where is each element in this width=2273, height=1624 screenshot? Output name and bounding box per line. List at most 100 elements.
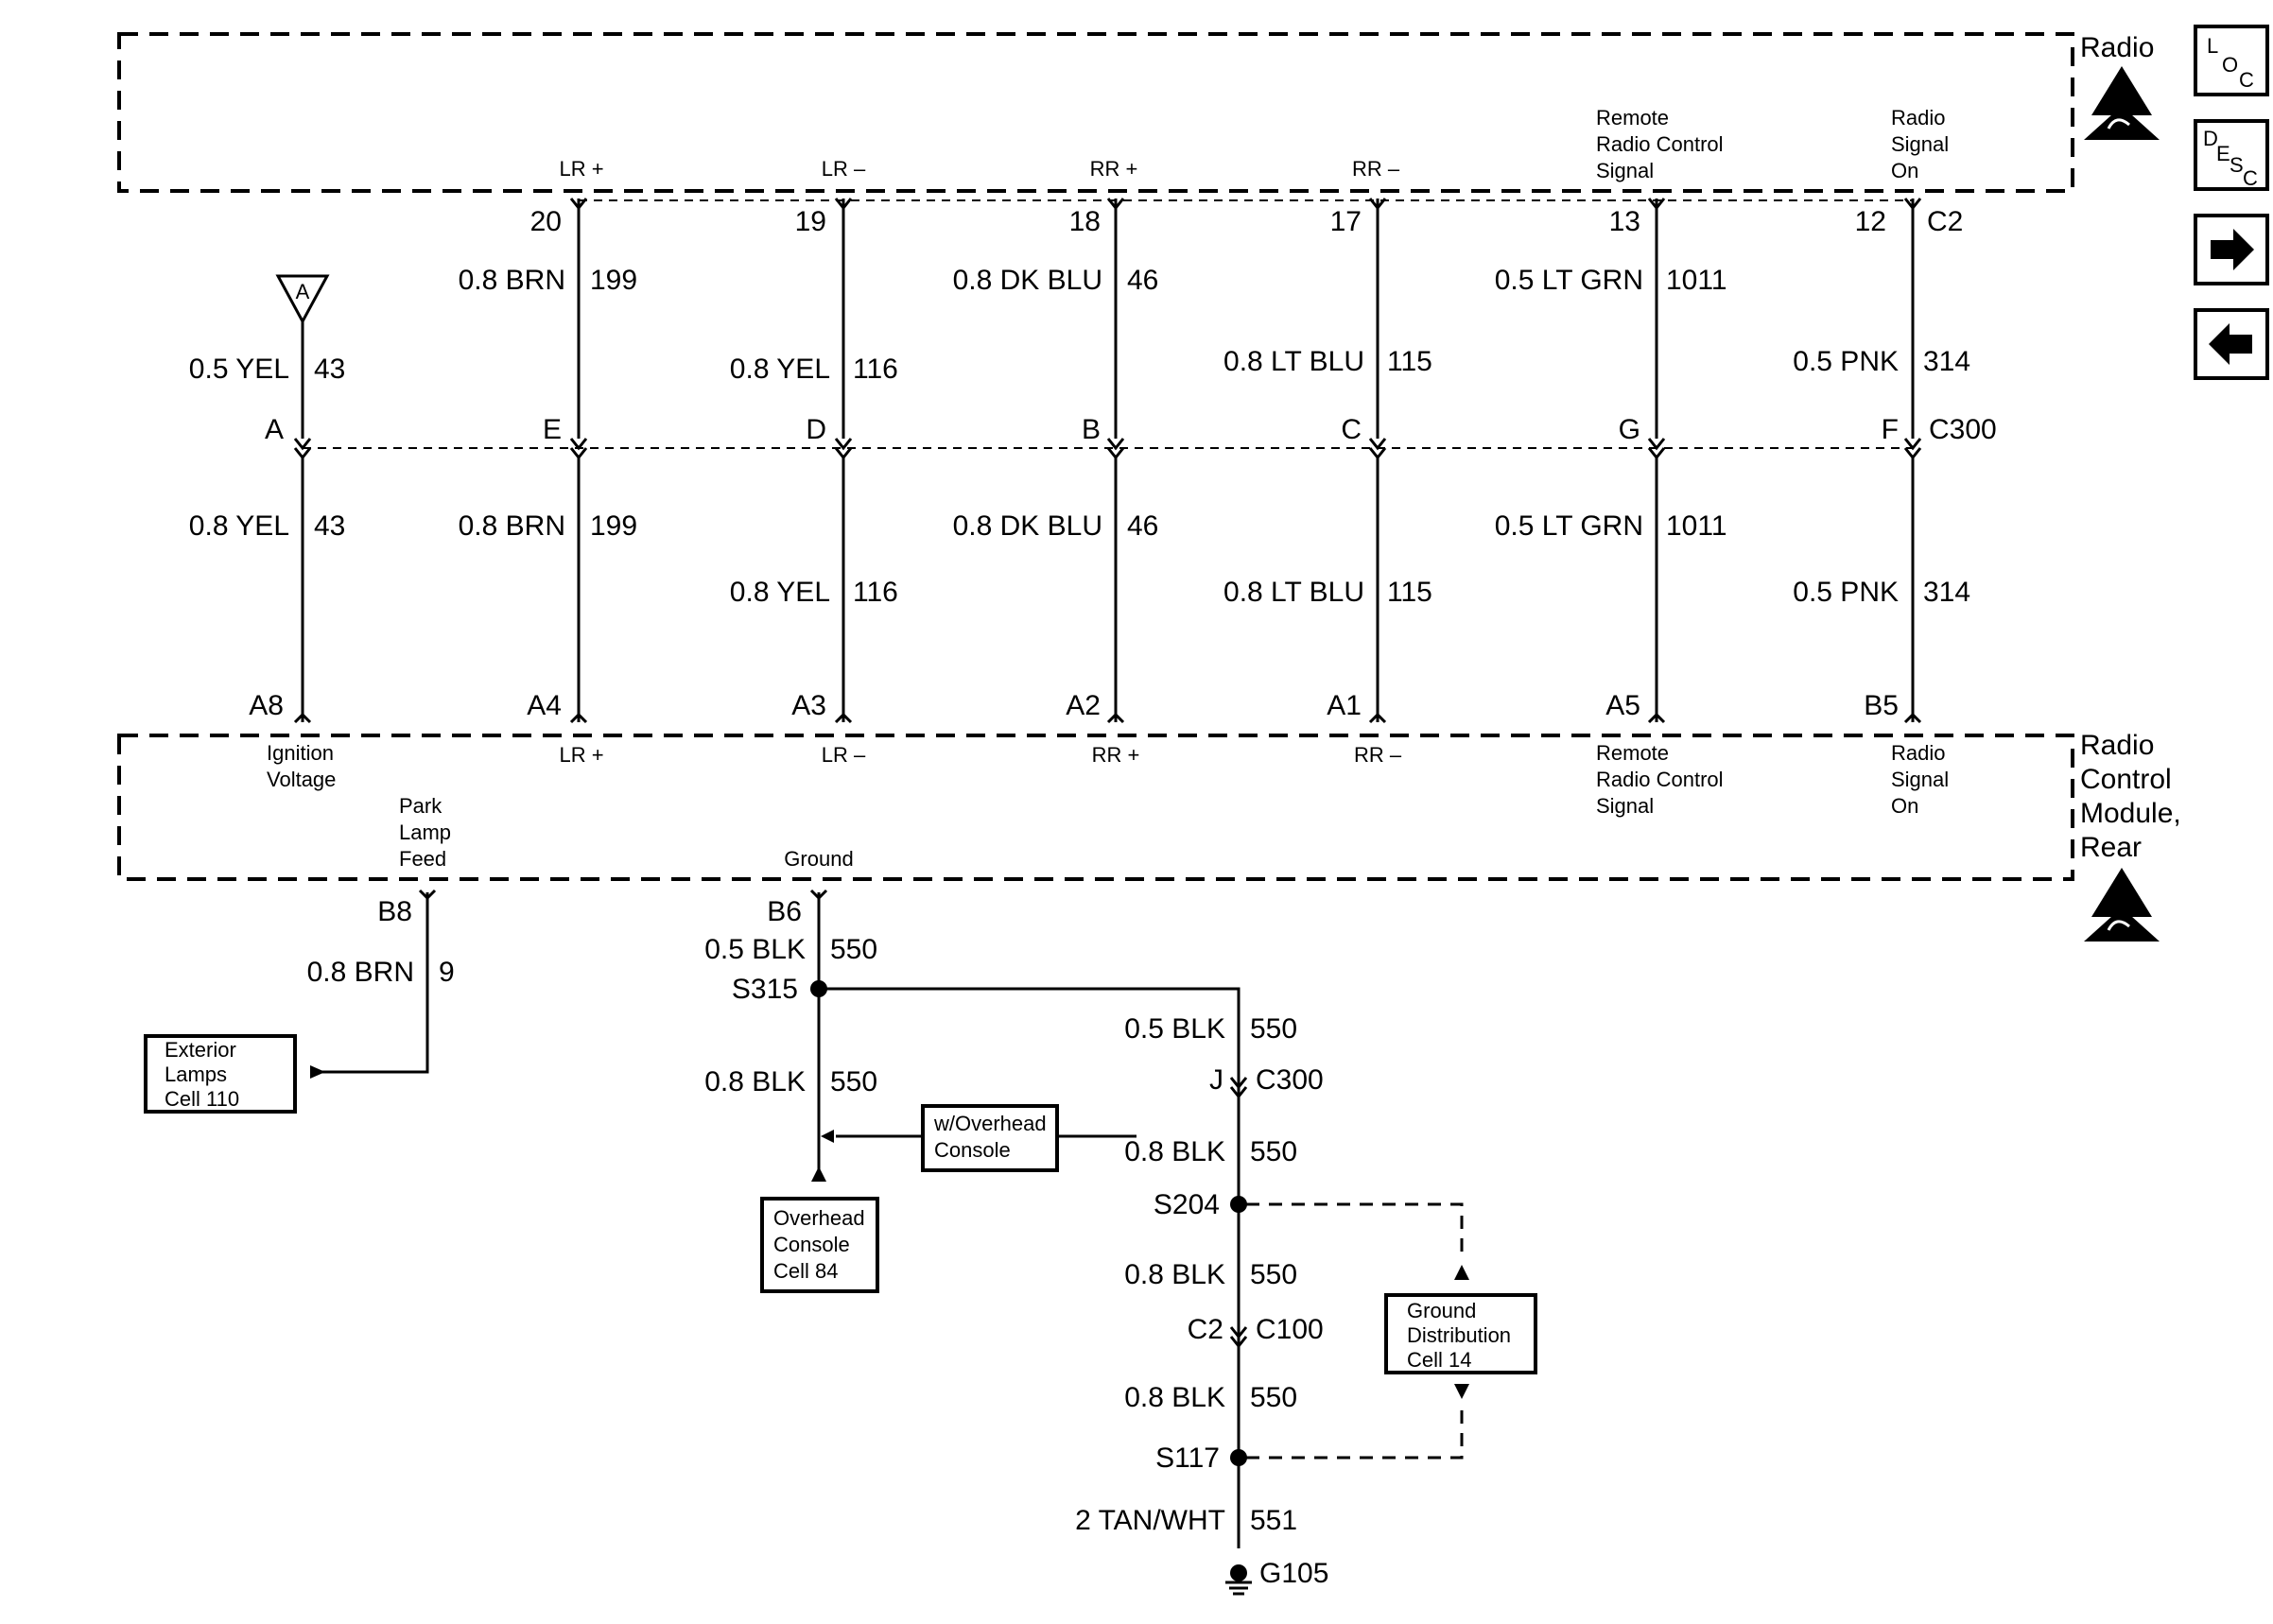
module-terminal-labels: Ignition Voltage LR + LR – RR + RR – Rem… xyxy=(267,741,1949,871)
wire-label: 0.5 BLK xyxy=(1124,1013,1225,1045)
wire-label: 0.8 YEL xyxy=(730,577,830,608)
c300-pin-e: E xyxy=(543,414,562,445)
radio-terminal-signal-1: Radio xyxy=(1891,106,1945,130)
overhead-console-line-1: Overhead xyxy=(773,1206,865,1230)
radio-terminal-signal-2: Signal xyxy=(1891,132,1949,156)
previous-page-button[interactable] xyxy=(2194,308,2269,380)
wire-label: 0.8 YEL xyxy=(730,354,830,385)
circuit-label: 551 xyxy=(1250,1505,1297,1536)
circuit-label: 46 xyxy=(1127,265,1158,296)
circuit-label: 9 xyxy=(439,957,455,988)
circuit-label: 550 xyxy=(830,1066,877,1097)
splice-s117-dot xyxy=(1230,1449,1247,1466)
wire-label: 0.8 BRN xyxy=(459,265,565,296)
c300-pin-j: J xyxy=(1209,1064,1223,1096)
upper-wire-labels: 0.8 BRN 199 0.8 YEL 116 0.8 DK BLU 46 0.… xyxy=(459,265,1970,385)
c300-ground-connector: C300 xyxy=(1256,1064,1324,1096)
radio-terminal-rr-plus: RR + xyxy=(1090,157,1138,181)
module-terminal-park-3: Feed xyxy=(399,847,446,871)
wire-label: 0.8 YEL xyxy=(189,510,289,542)
circuit-label: 115 xyxy=(1387,346,1432,377)
ground-symbol-icon xyxy=(1225,1564,1252,1596)
c300-pin-f: F xyxy=(1882,414,1899,445)
module-pin-b6: B6 xyxy=(767,896,802,927)
circuit-label: 199 xyxy=(590,265,637,296)
lower-wires xyxy=(293,458,1922,724)
radio-terminal-remote-1: Remote xyxy=(1596,106,1669,130)
wire-label: 2 TAN/WHT xyxy=(1075,1505,1225,1536)
wire-label: 0.8 LT BLU xyxy=(1223,577,1364,608)
desc-letter: S xyxy=(2230,153,2244,177)
module-pin-a1: A1 xyxy=(1327,690,1362,721)
radio-name: Radio xyxy=(2080,32,2154,63)
circuit-label: 43 xyxy=(314,354,345,385)
ground-point-g105: G105 xyxy=(1259,1558,1328,1589)
module-name-1: Radio xyxy=(2080,730,2154,761)
module-terminal-rr-plus: RR + xyxy=(1092,743,1140,767)
overhead-console-line-3: Cell 84 xyxy=(773,1259,838,1283)
wire-label: 0.5 YEL xyxy=(189,354,289,385)
module-terminal-remote-1: Remote xyxy=(1596,741,1669,765)
ignition-ref-letter: A xyxy=(296,280,310,303)
radio-terminal-labels: LR + LR – RR + RR – Remote Radio Control… xyxy=(559,106,1949,182)
circuit-label: 1011 xyxy=(1666,265,1727,296)
circuit-label: 314 xyxy=(1923,577,1970,608)
next-page-button[interactable] xyxy=(2194,214,2269,285)
radio-terminal-rr-minus: RR – xyxy=(1352,157,1400,181)
radio-control-module: Radio Control Module, Rear xyxy=(117,730,2181,942)
radio-pin-18: 18 xyxy=(1069,206,1101,237)
radio-pin-13: 13 xyxy=(1609,206,1640,237)
radio-terminal-lr-minus: LR – xyxy=(822,157,866,181)
exterior-lamps-line-3: Cell 110 xyxy=(165,1087,239,1111)
radio-terminal-lr-plus: LR + xyxy=(559,157,603,181)
description-button[interactable]: D E S C xyxy=(2194,119,2269,191)
module-terminal-ground: Ground xyxy=(784,847,853,871)
module-pin-b5: B5 xyxy=(1864,690,1899,721)
wire-label: 0.5 PNK xyxy=(1793,577,1899,608)
radio-pin-19: 19 xyxy=(795,206,826,237)
module-name-3: Module, xyxy=(2080,798,2181,829)
module-pins: A8 A4 A3 A2 A1 A5 B5 xyxy=(249,690,1899,721)
location-button[interactable]: L O C xyxy=(2194,25,2269,96)
exterior-lamps-line-1: Exterior xyxy=(165,1038,236,1062)
wire-label: 0.8 BLK xyxy=(1124,1136,1225,1167)
module-terminal-ignition-2: Voltage xyxy=(267,768,336,791)
arrow-left-icon xyxy=(2209,323,2252,365)
radio-terminal-remote-2: Radio Control xyxy=(1596,132,1724,156)
c300-pin-g: G xyxy=(1619,414,1640,445)
module-pin-a2: A2 xyxy=(1066,690,1101,721)
ground-distribution-line-2: Distribution xyxy=(1407,1323,1511,1347)
arrow-right-icon xyxy=(2211,229,2254,270)
c300-connector-name: C300 xyxy=(1929,414,1997,445)
module-terminal-park-2: Lamp xyxy=(399,821,451,844)
module-name-2: Control xyxy=(2080,764,2172,795)
circuit-label: 550 xyxy=(830,934,877,965)
radio-pin-17: 17 xyxy=(1330,206,1362,237)
module-terminal-remote-2: Radio Control xyxy=(1596,768,1724,791)
wire-label: 0.5 PNK xyxy=(1793,346,1899,377)
ground-circuit: B6 0.5 BLK 550 S315 0.8 BLK 550 w/Overhe… xyxy=(704,889,1537,1596)
circuit-label: 116 xyxy=(853,577,898,608)
radio-terminal-signal-3: On xyxy=(1891,159,1918,182)
exterior-lamps-line-2: Lamps xyxy=(165,1063,227,1086)
wire-label: 0.8 DK BLU xyxy=(953,510,1102,542)
wire-label: 0.8 LT BLU xyxy=(1223,346,1364,377)
module-pin-a8: A8 xyxy=(249,690,284,721)
module-pin-a4: A4 xyxy=(527,690,562,721)
module-terminal-lr-minus: LR – xyxy=(822,743,866,767)
circuit-label: 199 xyxy=(590,510,637,542)
radio-pins: 20 19 18 17 13 12 C2 xyxy=(530,206,1964,237)
module-pin-a3: A3 xyxy=(791,690,826,721)
wire-label: 0.5 BLK xyxy=(704,934,806,965)
loc-letter: L xyxy=(2207,34,2218,58)
circuit-label: 314 xyxy=(1923,346,1970,377)
desc-letter: E xyxy=(2216,142,2230,165)
splice-s315: S315 xyxy=(732,974,798,1005)
wire-label: 0.5 LT GRN xyxy=(1495,265,1643,296)
park-lamp-circuit: B8 0.8 BRN 9 Exterior Lamps Cell 110 xyxy=(144,889,455,1114)
wire-label: 0.8 DK BLU xyxy=(953,265,1102,296)
radio-connector-name: C2 xyxy=(1927,206,1963,237)
circuit-label: 1011 xyxy=(1666,510,1727,542)
overhead-console-line-2: Console xyxy=(773,1233,850,1256)
